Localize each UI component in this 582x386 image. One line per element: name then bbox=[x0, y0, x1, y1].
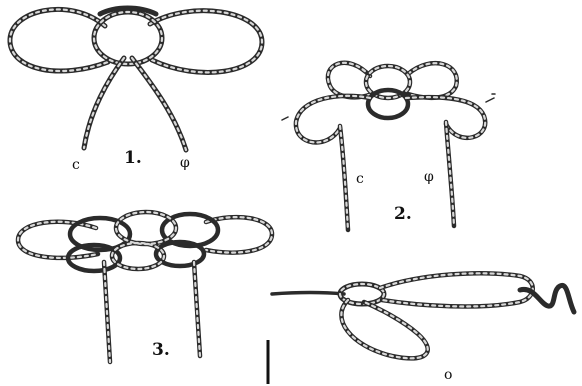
fig4-lower-loop bbox=[341, 300, 427, 358]
fig3-number-label: 3. bbox=[152, 342, 170, 359]
fig1-right-end-label: φ bbox=[180, 156, 190, 170]
figure-1-bow bbox=[10, 8, 262, 150]
fig1-number-label: 1. bbox=[124, 150, 142, 167]
fig4-bottom-end-label: o bbox=[444, 368, 452, 382]
fig2-left-end-label: c bbox=[356, 172, 364, 186]
fig4-standing-line bbox=[272, 293, 344, 295]
fig1-left-end-label: c bbox=[72, 158, 80, 172]
figure-2-bow bbox=[282, 63, 495, 230]
figure-4-knot bbox=[268, 273, 574, 384]
fig2-right-end-label: φ bbox=[424, 170, 434, 184]
figure-3-bow bbox=[18, 212, 272, 362]
fig1-left-end bbox=[84, 58, 124, 148]
fig2-number-label: 2. bbox=[394, 206, 412, 223]
fig4-upper-loop bbox=[380, 273, 533, 306]
fig2-lower-ring bbox=[368, 90, 408, 118]
fig1-right-end bbox=[132, 58, 186, 150]
